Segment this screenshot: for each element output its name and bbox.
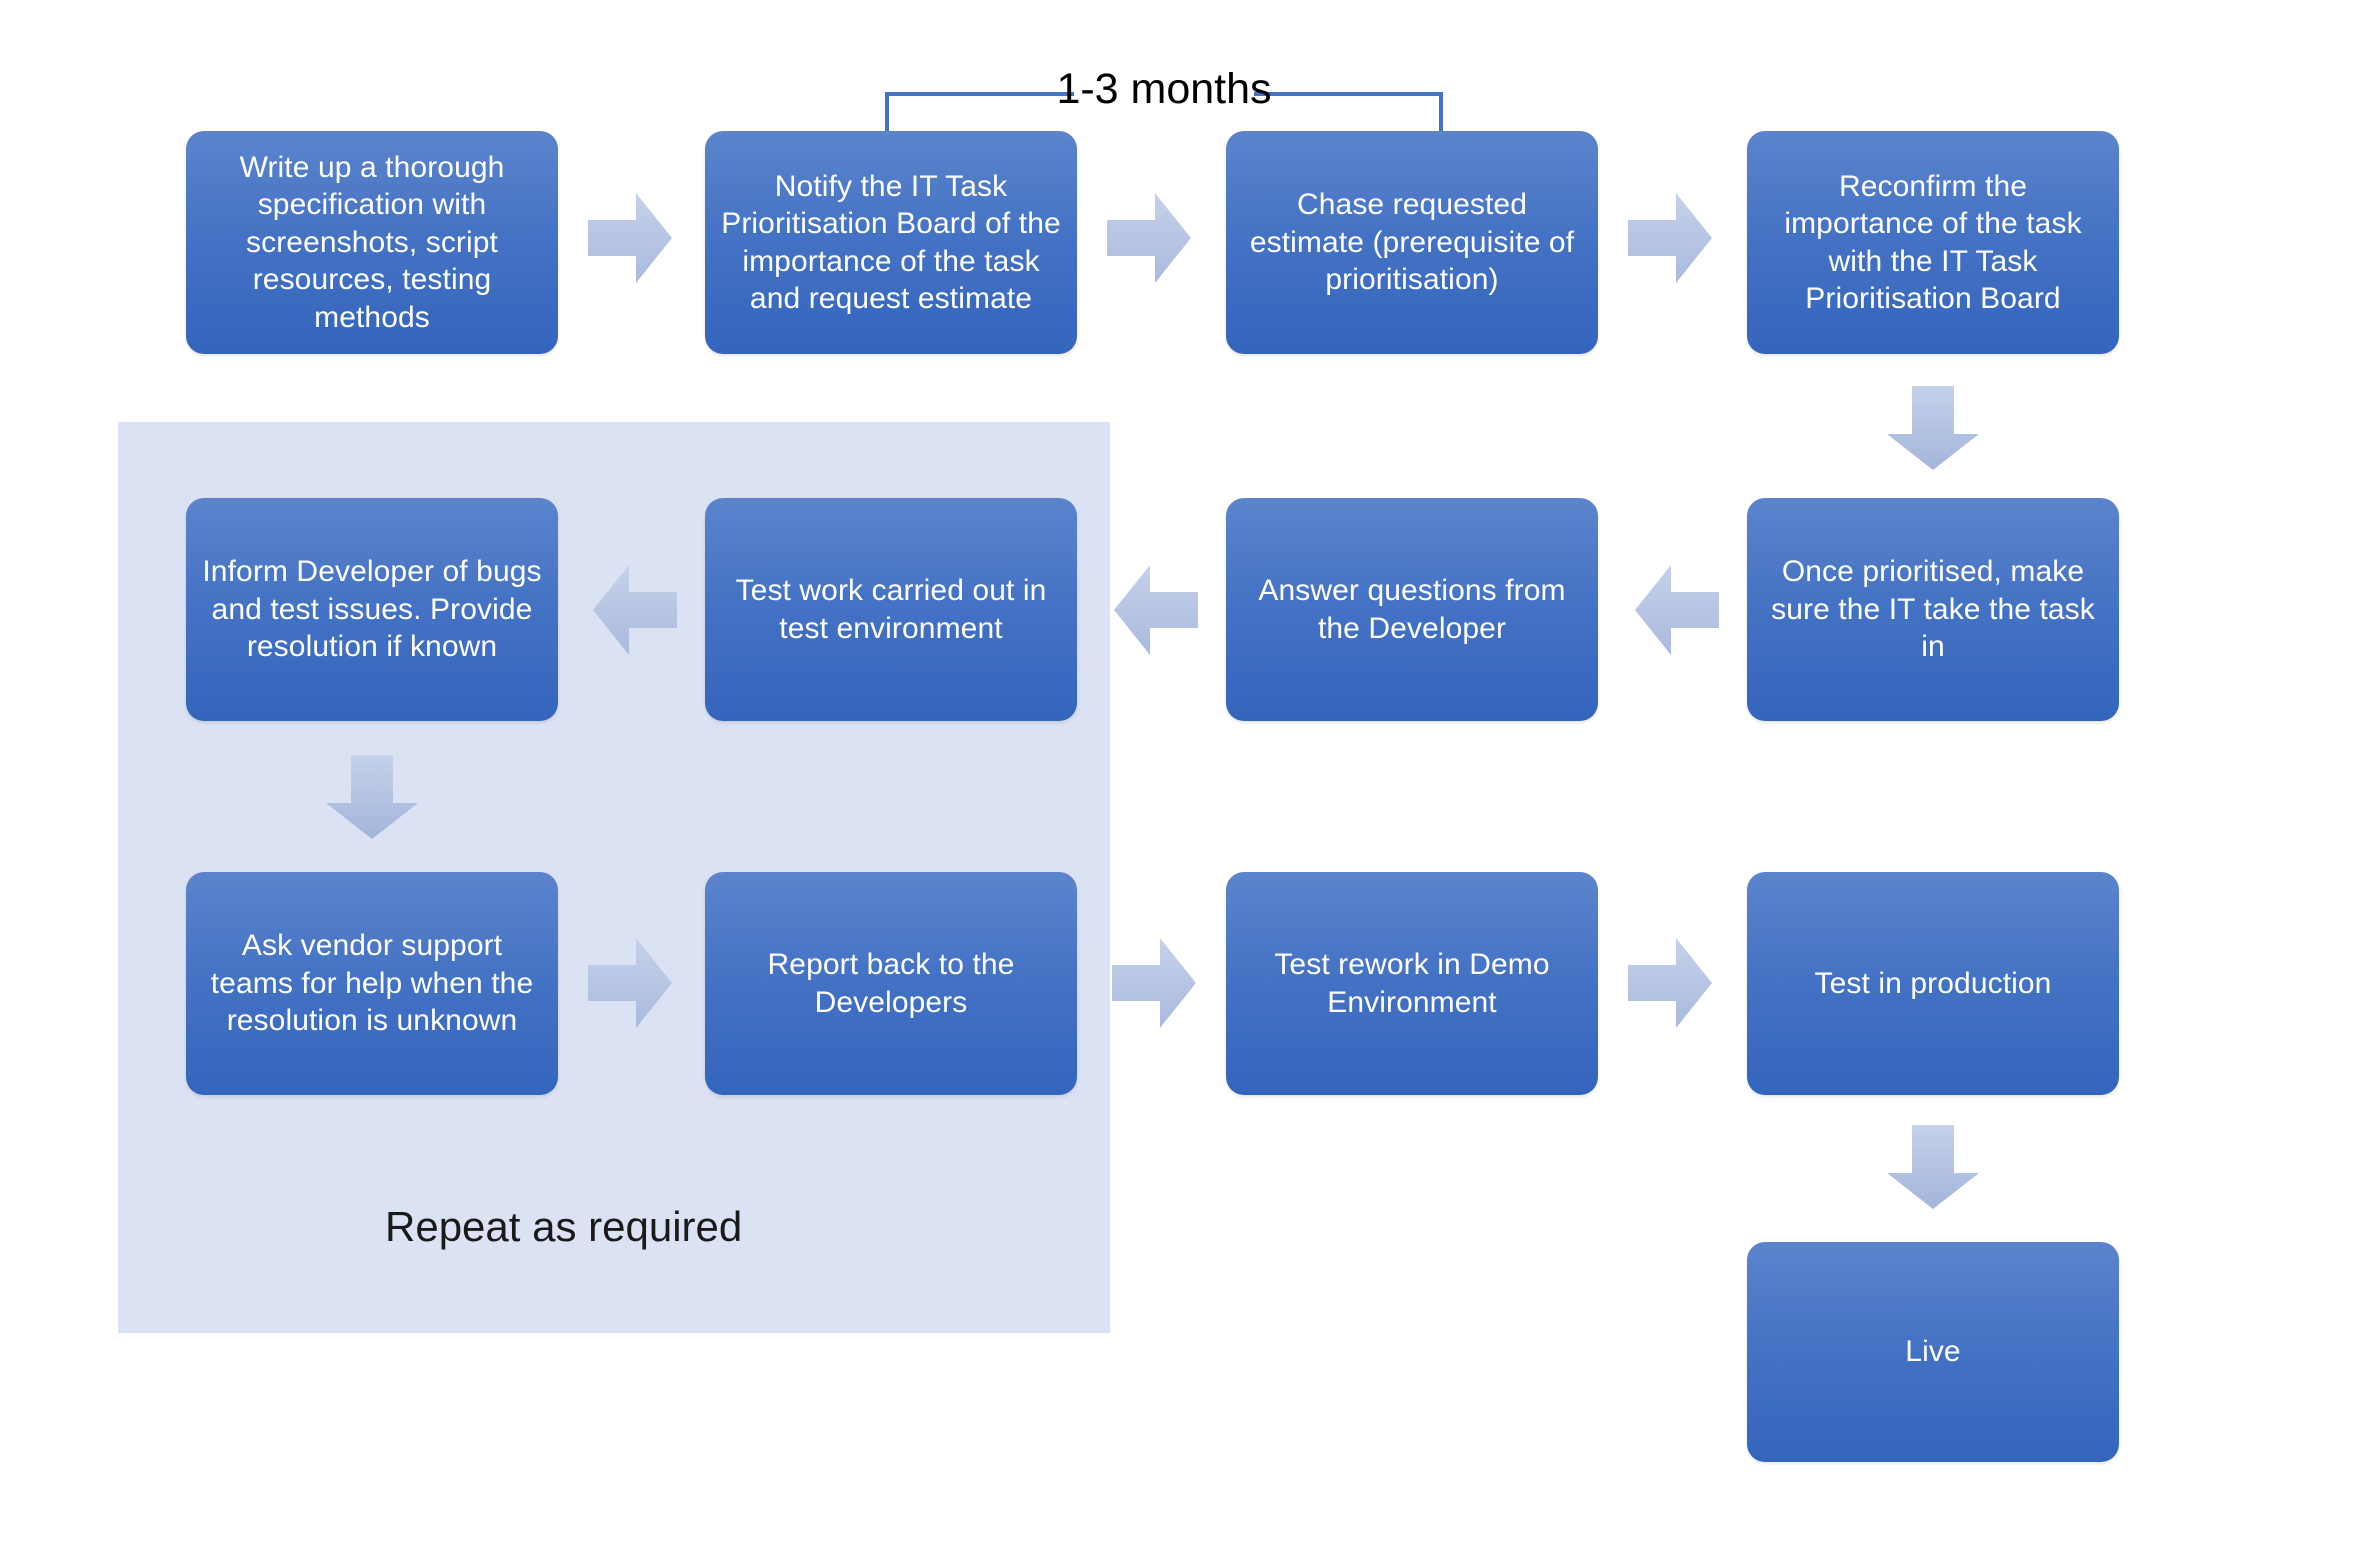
node-label: Live <box>1905 1335 1961 1369</box>
arrow-chase-to-reconfirm <box>1628 193 1712 283</box>
node-label: Reconfirm the importance of the task wit… <box>1784 169 2082 316</box>
node-reconfirm-importance[interactable]: Reconfirm the importance of the task wit… <box>1747 131 2119 354</box>
node-inform-developer[interactable]: Inform Developer of bugs and test issues… <box>186 498 558 721</box>
arrow-production-to-live <box>1887 1125 1979 1209</box>
node-write-specification[interactable]: Write up a thorough specification with s… <box>186 131 558 354</box>
arrow-prioritised-to-answer <box>1635 565 1719 655</box>
arrow-answer-to-testwork <box>1114 565 1198 655</box>
arrow-notify-to-chase <box>1107 193 1191 283</box>
duration-bracket <box>884 90 1444 132</box>
node-chase-estimate[interactable]: Chase requested estimate (prerequisite o… <box>1226 131 1598 354</box>
arrow-spec-to-notify <box>588 193 672 283</box>
arrow-rework-to-production <box>1628 938 1712 1028</box>
node-label: Once prioritised, make sure the IT take … <box>1771 555 2095 664</box>
node-test-work-carried-out[interactable]: Test work carried out in test environmen… <box>705 498 1077 721</box>
node-label: Ask vendor support teams for help when t… <box>210 929 534 1038</box>
arrow-inform-to-vendor <box>326 755 418 839</box>
node-label: Test in production <box>1814 966 2052 1000</box>
duration-bracket-label: 1-3 months <box>1056 65 1272 113</box>
node-ask-vendor-support[interactable]: Ask vendor support teams for help when t… <box>186 872 558 1095</box>
repeat-group-label: Repeat as required <box>385 1203 743 1250</box>
node-test-rework-demo[interactable]: Test rework in Demo Environment <box>1226 872 1598 1095</box>
node-report-back[interactable]: Report back to the Developers <box>705 872 1077 1095</box>
node-live[interactable]: Live <box>1747 1242 2119 1462</box>
node-answer-questions[interactable]: Answer questions from the Developer <box>1226 498 1598 721</box>
node-test-in-production[interactable]: Test in production <box>1747 872 2119 1095</box>
node-once-prioritised[interactable]: Once prioritised, make sure the IT take … <box>1747 498 2119 721</box>
node-label: Notify the IT Task Prioritisation Board … <box>721 169 1061 316</box>
arrow-vendor-to-report <box>588 938 672 1028</box>
arrow-report-to-rework <box>1112 938 1196 1028</box>
node-label: Report back to the Developers <box>767 948 1015 1019</box>
node-label: Inform Developer of bugs and test issues… <box>202 555 542 664</box>
node-label: Chase requested estimate (prerequisite o… <box>1249 188 1575 297</box>
arrow-reconfirm-to-prioritised <box>1887 386 1979 470</box>
arrow-testwork-to-inform <box>593 565 677 655</box>
node-label: Answer questions from the Developer <box>1258 574 1566 645</box>
node-notify-it-board[interactable]: Notify the IT Task Prioritisation Board … <box>705 131 1077 354</box>
node-label: Test work carried out in test environmen… <box>735 574 1047 645</box>
node-label: Test rework in Demo Environment <box>1274 948 1550 1019</box>
node-label: Write up a thorough specification with s… <box>239 150 505 334</box>
